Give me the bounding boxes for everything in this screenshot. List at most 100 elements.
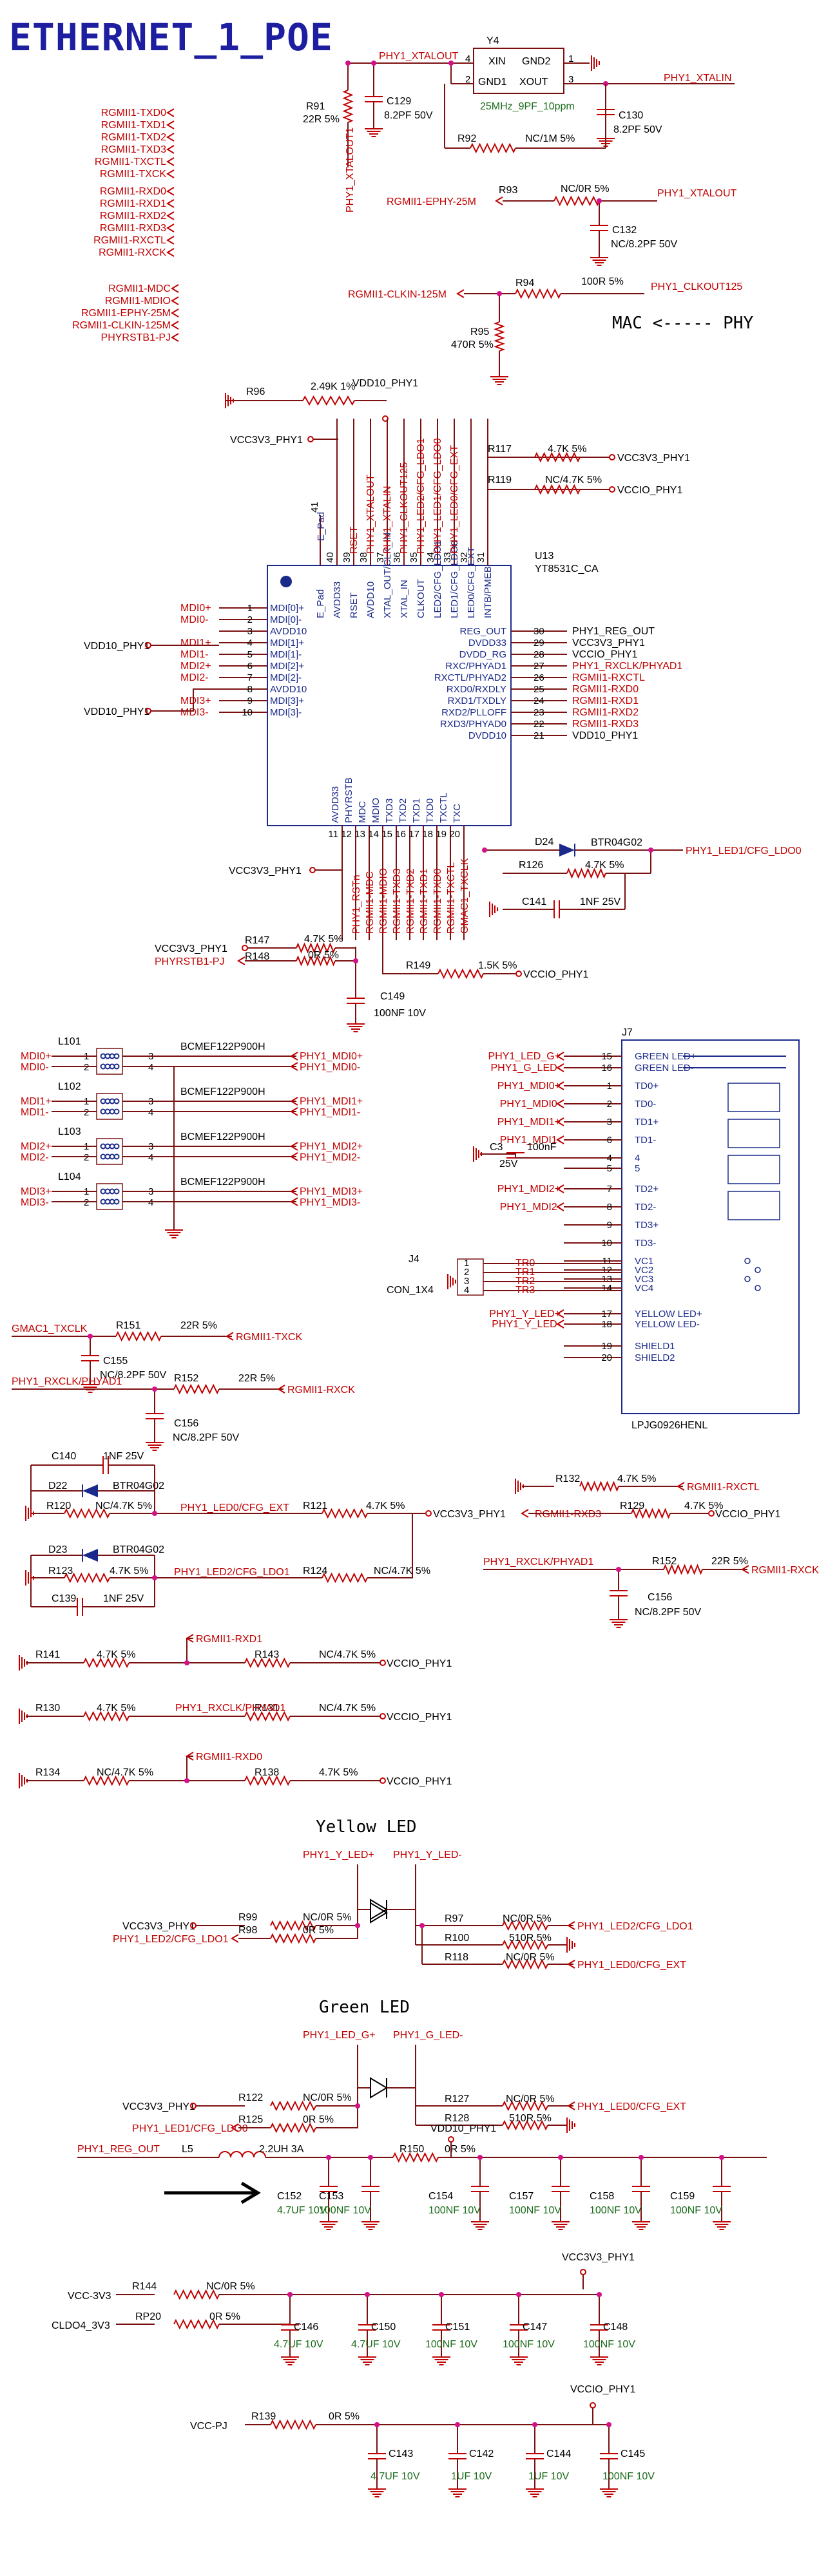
resistor [342, 90, 354, 123]
value-label: 22R 5% [238, 1373, 275, 1384]
resistor [64, 1572, 110, 1584]
crystal-value: 25MHz_9PF_10ppm [480, 101, 575, 112]
ref-label: C132 [612, 225, 637, 236]
value-label: BCMEF122P900H [180, 1177, 265, 1188]
ref-label: R149 [406, 960, 430, 971]
pin-num: 18 [422, 829, 433, 840]
ref-label: C151 [445, 2322, 470, 2333]
pin-net: VCC3V3_PHY1 [572, 638, 645, 649]
value-label: 4.7UF 10V [277, 2205, 327, 2216]
ref-label: R125 [238, 2114, 263, 2125]
choke-winding [109, 1143, 115, 1150]
pin-num: 31 [476, 552, 486, 563]
pin-num: 1 [568, 53, 573, 64]
power-port [307, 436, 314, 442]
junction-dot [365, 2292, 370, 2297]
pin-name: AVDD33 [332, 582, 343, 618]
pin-name: TXD1 [411, 799, 422, 823]
pin-name: PHYRSTB [343, 777, 354, 823]
ref-label: R143 [255, 1649, 279, 1660]
net-arrow [290, 1152, 298, 1161]
pin-net: RGMII1-TXD1 [419, 869, 430, 934]
net-label: PHY1_LED_G+ [303, 2030, 376, 2041]
pin-num: 39 [342, 552, 352, 563]
ref-label: C154 [428, 2191, 453, 2202]
value-label: 0R 5% [329, 2411, 360, 2422]
pin-num: 17 [409, 829, 419, 840]
pin-num: 4 [148, 1062, 153, 1073]
junction-dot [439, 2292, 444, 2297]
value-label: 4.7UF 10V [370, 2471, 420, 2482]
power-label: VCCIO_PHY1 [617, 485, 682, 496]
choke-winding [104, 1053, 111, 1059]
pin-num: 9 [247, 696, 253, 706]
common-mode-choke [96, 1093, 123, 1120]
net-label: PHY1_MDI0- [300, 1062, 360, 1073]
choke-winding [113, 1188, 120, 1195]
net-label: RGMII1-TXD0 [101, 108, 166, 118]
pin-name: AVDD10 [270, 626, 307, 637]
pin-num: 40 [325, 552, 336, 563]
resistor [270, 2122, 316, 2134]
pin-name: MDIO [370, 798, 381, 823]
pin-net: RSET [349, 526, 360, 554]
ref-label: R91 [306, 101, 325, 112]
pin-num: 33 [442, 552, 453, 563]
pin-name: CLKOUT [416, 579, 427, 618]
choke-winding [100, 1098, 106, 1104]
value-label: 100NF 10V [374, 1008, 426, 1019]
value-label: NC/4.7K 5% [95, 1501, 152, 1511]
net-label: RGMII1-MDC [108, 283, 171, 294]
resistor [515, 288, 561, 299]
ref-label: R94 [515, 278, 534, 289]
pin-name: TD3+ [635, 1220, 659, 1231]
pin-num: 7 [607, 1184, 612, 1195]
pin-name: TXC [452, 804, 463, 823]
choke-winding [113, 1063, 120, 1070]
pin-net: RGMII1-RXCTL [572, 672, 645, 683]
value-label: NC/0R 5% [303, 2092, 352, 2103]
value-label: NC/4.7K 5% [319, 1649, 376, 1660]
pin-name: 5 [635, 1163, 640, 1174]
pin-num: 26 [534, 672, 544, 683]
magnetics-transformer [727, 1155, 780, 1184]
pin-net: MDI3- [180, 707, 209, 718]
power-port [448, 2136, 454, 2143]
value-label: 100NF 10V [583, 2339, 635, 2350]
net-label: PHY1_REG_OUT [77, 2144, 160, 2155]
pin-name: GREEN LED- [635, 1063, 694, 1074]
ref-label: R99 [238, 1912, 257, 1923]
junction-dot [597, 2292, 602, 2297]
ref-label: C159 [670, 2191, 695, 2202]
value-label: NC/0R 5% [303, 1912, 352, 1923]
j4-header [457, 1258, 484, 1296]
ref-label: R131 [255, 1703, 279, 1714]
power-label: VDD10_PHY1 [84, 706, 149, 717]
net-label: MDI2+ [21, 1141, 52, 1152]
net-arrow [166, 120, 175, 129]
pin-num: 16 [601, 1063, 612, 1074]
junction-dot [419, 1923, 425, 1928]
pin-num: 36 [392, 552, 403, 563]
ref-label: C3 [490, 1142, 503, 1153]
power-label: VCC3V3_PHY1 [230, 435, 303, 446]
net-arrow [166, 248, 175, 257]
junction-dot [88, 1334, 93, 1339]
junction-dot [152, 1575, 157, 1580]
pin-num: 15 [381, 829, 392, 840]
net-arrow [186, 1634, 194, 1643]
resistor [494, 321, 505, 352]
net-arrow [166, 187, 175, 196]
net-arrow [231, 2123, 239, 2132]
choke-winding [100, 1153, 106, 1160]
ref-label: C149 [380, 991, 405, 1002]
value-label: 4.7K 5% [97, 1649, 135, 1660]
net-label: PHY1_MDI2+ [300, 1141, 363, 1152]
net-label: RGMII1-TXCTL [95, 156, 166, 167]
pin-name: TD1+ [635, 1117, 659, 1128]
pin-num: 8 [247, 684, 253, 695]
net-arrow [171, 296, 179, 305]
net-label: RGMII1-MDIO [105, 296, 171, 307]
value-label: NC/1M 5% [525, 133, 575, 144]
net-label: PHY1_MDI2- [300, 1152, 360, 1163]
